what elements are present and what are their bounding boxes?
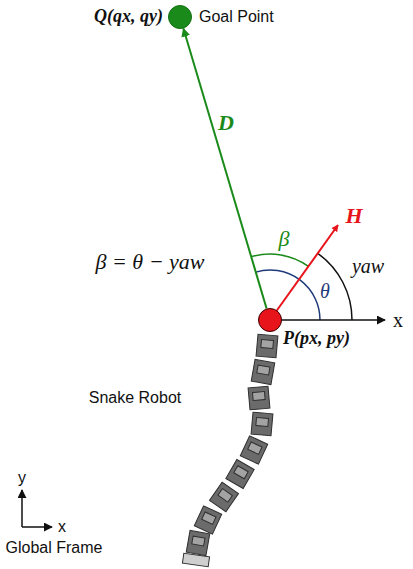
angle-label: θ xyxy=(320,280,330,302)
robot-segment xyxy=(194,506,221,534)
robot-segment xyxy=(209,482,238,511)
point-label: Q(qx, qy) xyxy=(94,7,163,27)
segment-body xyxy=(251,359,275,384)
segment-detail xyxy=(261,339,274,348)
beta-arc xyxy=(251,254,308,266)
snake-robot xyxy=(182,334,277,567)
robot-segment xyxy=(226,459,254,488)
robot-head-circle: P(px, py) xyxy=(258,308,282,332)
robot-segment xyxy=(248,386,270,410)
segment-body xyxy=(226,459,254,488)
formula-label: β = θ − yaw xyxy=(96,250,205,274)
yaw-arc xyxy=(318,253,352,320)
node-caption: Goal Point xyxy=(199,8,274,26)
robot-segment xyxy=(256,334,278,358)
axis-label: y xyxy=(18,469,26,487)
segment-detail xyxy=(256,417,269,426)
segment-body xyxy=(251,412,273,436)
angle-label: yaw xyxy=(352,255,384,277)
segment-detail xyxy=(257,365,270,375)
segment-detail xyxy=(252,391,265,400)
part-label: Snake Robot xyxy=(89,389,182,407)
angle-label: β xyxy=(279,227,290,251)
x-axis-arrow xyxy=(270,319,385,321)
segment-detail xyxy=(248,442,262,454)
vector-label: D xyxy=(218,110,234,134)
segment-body xyxy=(209,482,238,511)
segment-detail xyxy=(218,489,232,502)
frame-label: Global Frame xyxy=(6,539,103,557)
heading-arrow xyxy=(270,225,338,320)
segment-detail xyxy=(202,512,216,524)
axis-label: x xyxy=(58,518,66,536)
segment-body xyxy=(240,436,267,464)
axis-label: x xyxy=(393,309,403,331)
robot-segment xyxy=(240,436,267,464)
robot-segment xyxy=(186,530,210,555)
segment-detail xyxy=(234,466,248,479)
global-x-axis xyxy=(22,526,52,528)
segment-body xyxy=(194,506,221,534)
goal-point-circle: Q(qx, qy)Goal Point xyxy=(168,5,192,29)
robot-segment xyxy=(251,412,273,436)
robot-segment xyxy=(251,359,275,384)
global-y-axis xyxy=(21,490,23,527)
segment-body xyxy=(186,530,210,555)
segment-body xyxy=(256,334,278,358)
segment-detail xyxy=(192,536,205,546)
vector-label: H xyxy=(345,204,362,228)
segment-body xyxy=(248,386,270,410)
point-label: P(px, py) xyxy=(283,329,350,349)
